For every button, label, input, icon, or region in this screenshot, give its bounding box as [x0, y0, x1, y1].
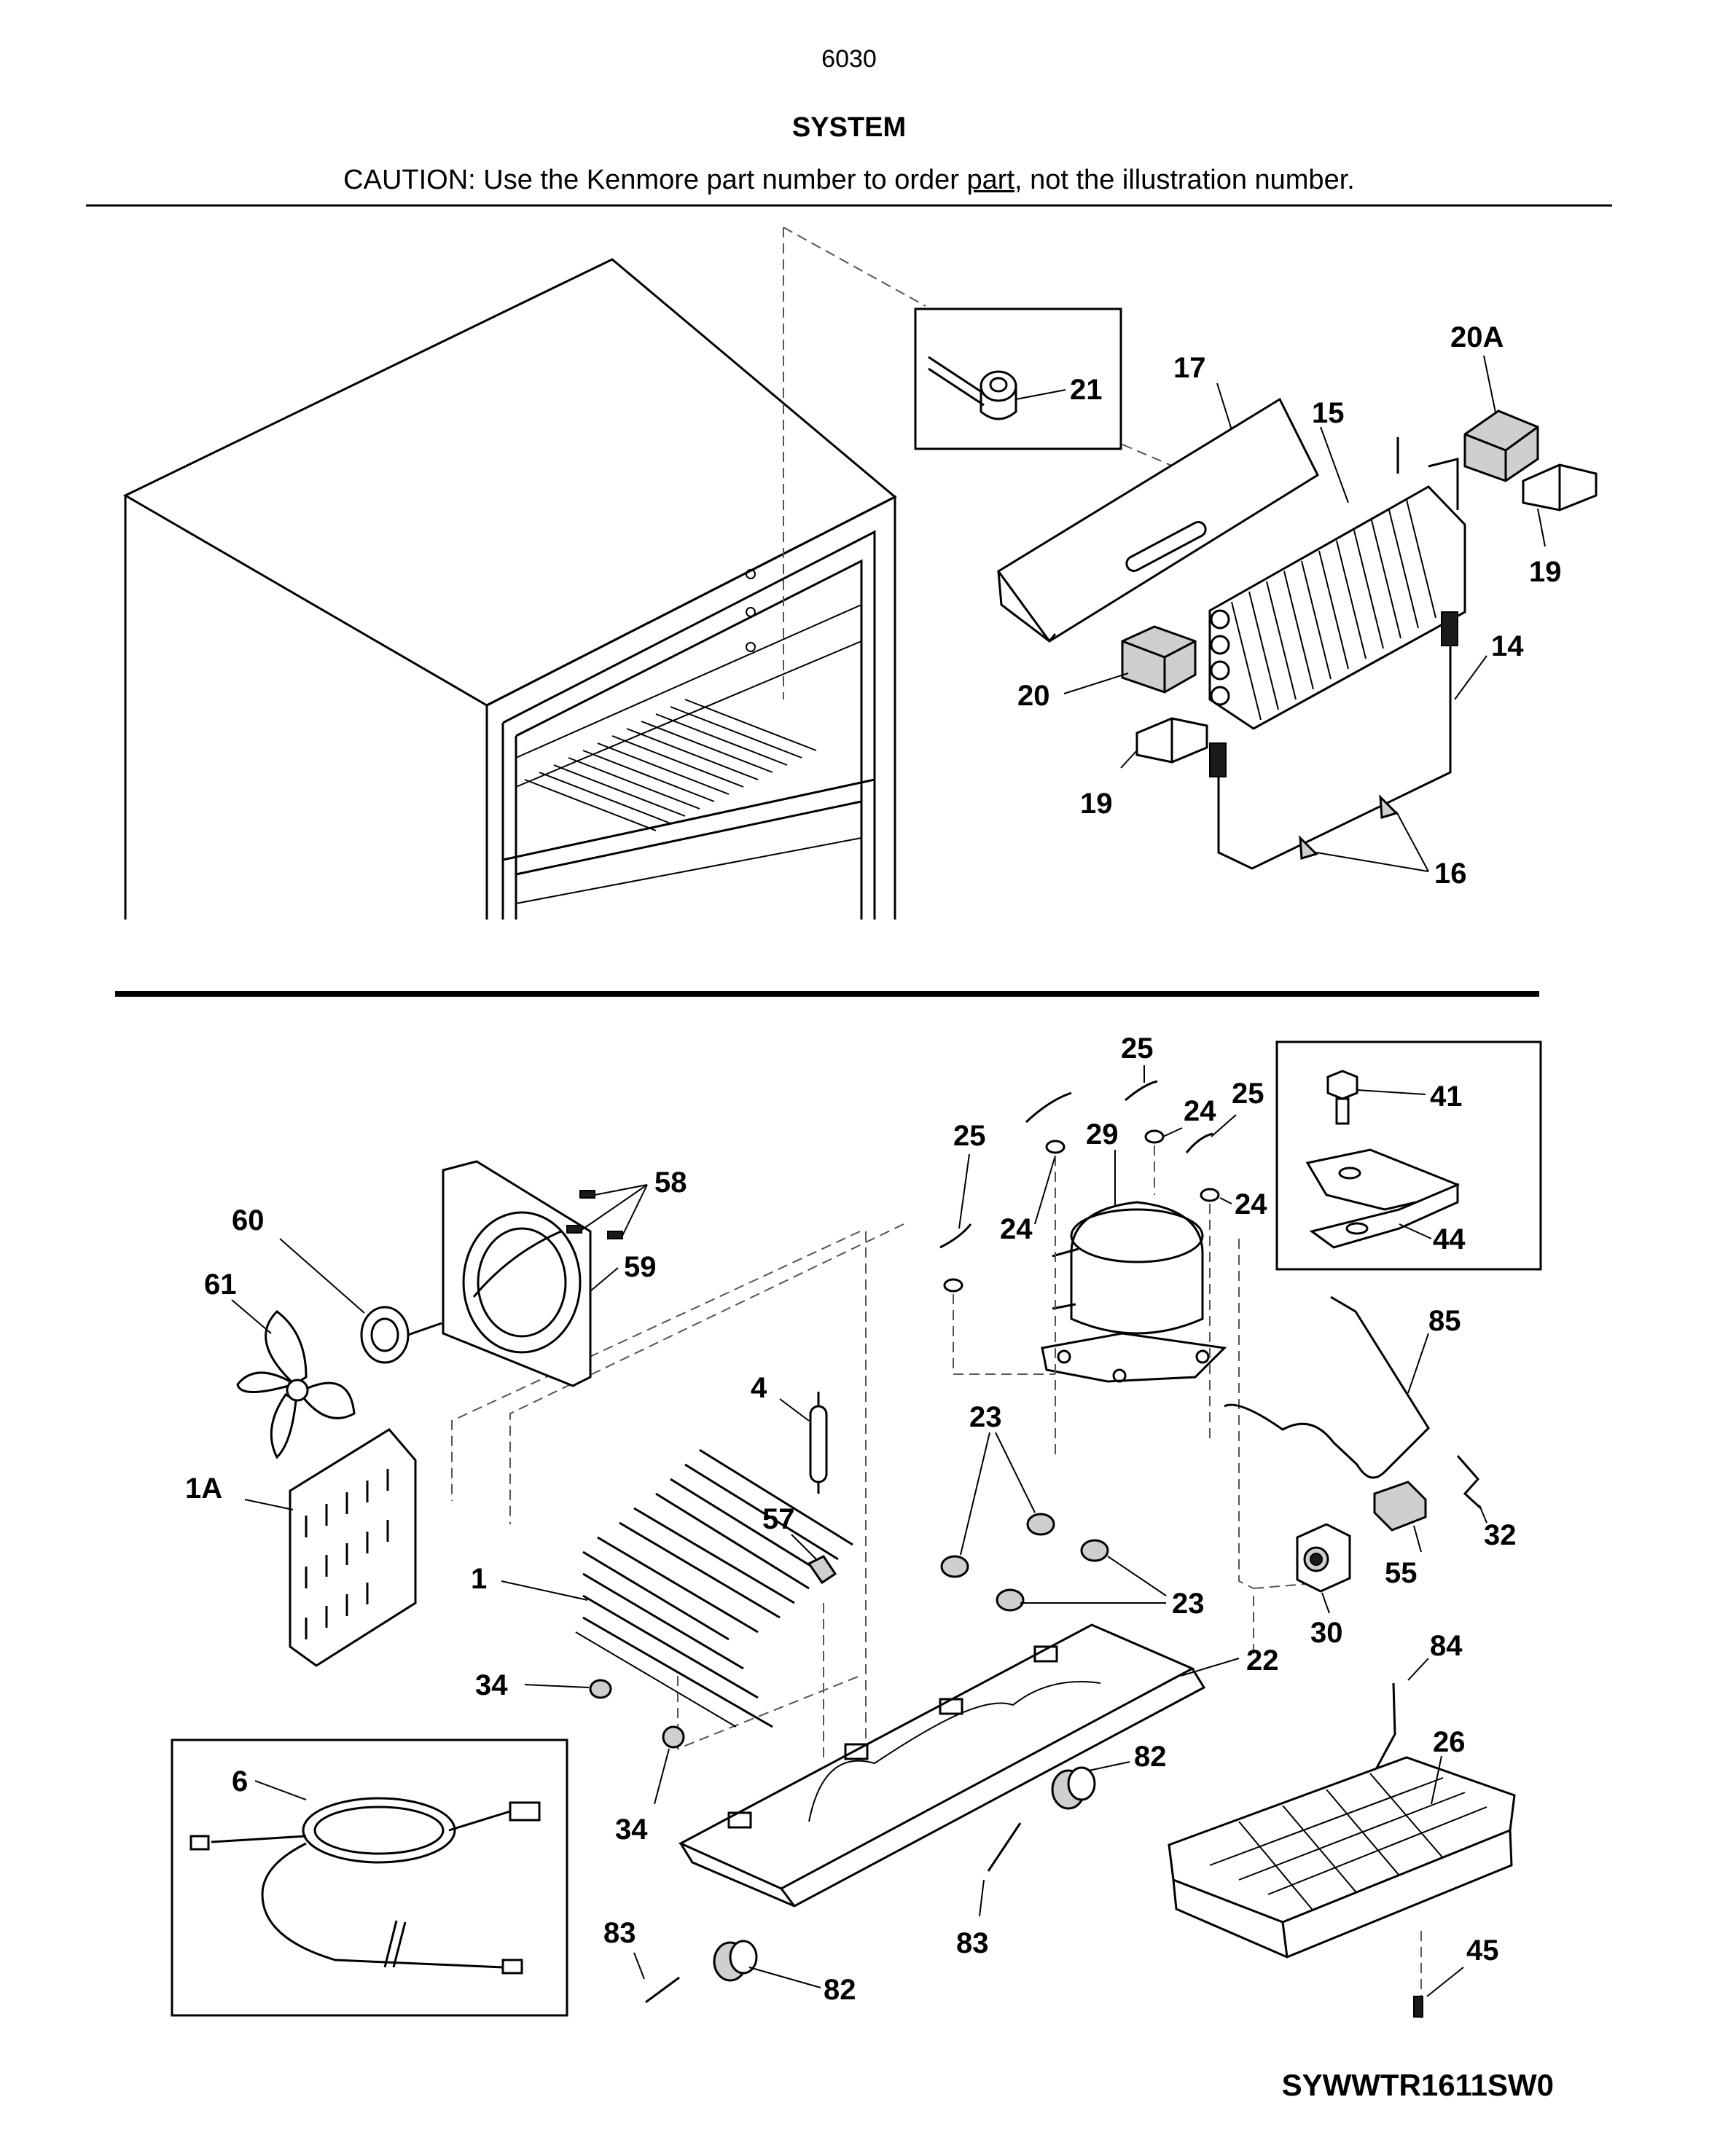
spring-clip-25-b: [1125, 1080, 1158, 1102]
clips-16: [1299, 794, 1399, 860]
page-number: 6030: [821, 45, 877, 73]
callout-20A: 20A: [1450, 321, 1504, 353]
callout-25-left: 25: [953, 1120, 986, 1152]
drier-4: [809, 1392, 828, 1494]
spring-clip-25-a: [1025, 1091, 1072, 1124]
callout-14: 14: [1491, 630, 1524, 662]
callout-34-bottom: 34: [615, 1814, 648, 1846]
fan-blade-61: [236, 1310, 356, 1459]
callout-25-right: 25: [1232, 1078, 1264, 1110]
spring-clip-25-c: [1185, 1132, 1213, 1153]
grommets-23: [940, 1513, 1109, 1612]
spring-clip-25-d: [939, 1223, 972, 1249]
callout-82-right: 82: [1134, 1741, 1167, 1773]
inset-box-6: [171, 1738, 568, 2017]
bolt-83-right: [987, 1822, 1022, 1872]
callout-26: 26: [1433, 1726, 1466, 1758]
caution-text-start: CAUTION: Use the Kenmore part number to …: [343, 165, 967, 195]
diagram-code: SYWWTR1611SW0: [1281, 2068, 1554, 2102]
overload-30: [1296, 1523, 1351, 1593]
insulator-20: [1121, 625, 1197, 694]
foot-82-left: [713, 1940, 758, 1982]
callout-23-top: 23: [969, 1401, 1002, 1433]
bolt-83-left: [645, 1976, 680, 2004]
callout-58: 58: [654, 1167, 687, 1199]
callout-57: 57: [762, 1503, 795, 1535]
callout-24-right: 24: [1235, 1188, 1267, 1220]
drain-pan-26: [1168, 1756, 1516, 1959]
callout-29: 29: [1086, 1118, 1119, 1150]
callout-83-right: 83: [956, 1927, 989, 1959]
caution-note: CAUTION: Use the Kenmore part number to …: [0, 165, 1698, 196]
bracket-19-right: [1522, 463, 1598, 511]
callout-1: 1: [471, 1563, 487, 1595]
callout-41: 41: [1430, 1081, 1463, 1113]
callout-24-left: 24: [1000, 1213, 1033, 1245]
callout-34-top: 34: [475, 1669, 508, 1701]
callout-59: 59: [624, 1251, 657, 1283]
callout-20: 20: [1017, 680, 1050, 712]
callout-6: 6: [232, 1765, 248, 1798]
spacer-34-b: [662, 1725, 685, 1749]
callout-19-left: 19: [1080, 788, 1113, 820]
callout-30: 30: [1310, 1617, 1343, 1649]
callout-60: 60: [232, 1204, 265, 1236]
callout-25-top: 25: [1121, 1032, 1154, 1065]
thermistor-clip-21: [928, 356, 1017, 420]
insulator-20A: [1463, 409, 1539, 482]
callout-1A: 1A: [185, 1473, 222, 1505]
callout-22: 22: [1246, 1645, 1279, 1677]
drain-trough-17: [996, 397, 1319, 643]
callout-45: 45: [1466, 1934, 1499, 1967]
callout-4: 4: [751, 1372, 767, 1404]
foot-82-right: [1051, 1766, 1096, 1810]
inset-box-21: [914, 307, 1122, 450]
bracket-44: [1305, 1148, 1460, 1249]
callout-61: 61: [204, 1269, 237, 1301]
caution-text-end: , not the illustration number.: [1014, 165, 1355, 195]
callout-16: 16: [1434, 858, 1467, 890]
refrigerator-cabinet: [122, 258, 897, 920]
callout-32: 32: [1484, 1519, 1517, 1551]
evaporator-coil-15: [1208, 437, 1466, 730]
screws-58: [566, 1190, 623, 1239]
callout-83-left: 83: [603, 1917, 636, 1949]
condenser-cover-1A: [289, 1428, 417, 1667]
inset-box-41-44: [1275, 1040, 1542, 1271]
screw-41: [1326, 1070, 1358, 1125]
callout-24-top: 24: [1184, 1095, 1216, 1127]
callout-55: 55: [1385, 1557, 1418, 1589]
power-cord-6: [189, 1797, 541, 1975]
callout-44: 44: [1433, 1223, 1466, 1255]
compressor-29: [1041, 1201, 1227, 1383]
callout-19-right: 19: [1529, 556, 1562, 588]
bracket-19-left: [1135, 717, 1208, 764]
tube-85: [1224, 1295, 1430, 1479]
callout-85: 85: [1428, 1305, 1461, 1337]
clip-57: [807, 1555, 837, 1585]
fan-motor-60: [360, 1306, 442, 1364]
part-link[interactable]: part: [966, 165, 1014, 195]
relay-55: [1373, 1481, 1427, 1532]
spacer-34-a: [589, 1679, 612, 1699]
screw-45: [1413, 1996, 1423, 2018]
callout-21: 21: [1070, 374, 1103, 406]
callout-23-bottom: 23: [1172, 1588, 1205, 1620]
callout-17: 17: [1173, 352, 1206, 384]
fan-shroud-59: [442, 1160, 592, 1387]
callout-82-left: 82: [824, 1974, 856, 2006]
section-title: SYSTEM: [791, 112, 907, 143]
condenser-coil-1: [575, 1449, 853, 1728]
wire-32: [1456, 1455, 1482, 1510]
base-plate-22: [678, 1623, 1206, 1908]
defrost-heater-14: [1209, 611, 1458, 870]
callout-84: 84: [1430, 1630, 1463, 1662]
callout-15: 15: [1312, 397, 1345, 429]
